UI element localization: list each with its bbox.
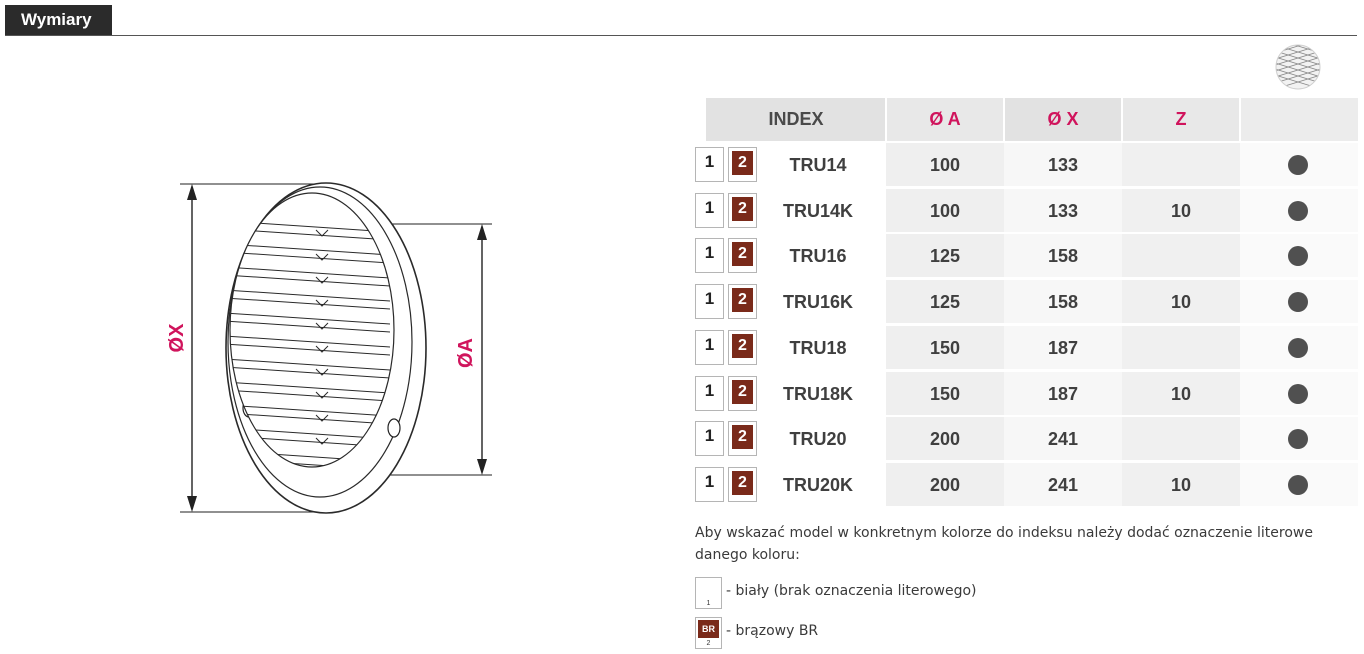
row-bg [760, 325, 1358, 370]
color-swatch-brown[interactable]: 2 [728, 329, 757, 365]
brown-swatch-number: 2 [706, 640, 711, 647]
color-swatch-brown[interactable]: 2 [728, 238, 757, 274]
row-bg [760, 234, 1358, 279]
section-tab-wymiary[interactable]: Wymiary [5, 5, 112, 35]
diameter-a-label: ØA [455, 338, 477, 368]
cell-diameter-a: 125 [929, 246, 961, 267]
color-swatch-brown[interactable]: 2 [728, 375, 757, 411]
cell-index: TRU20 [789, 429, 847, 450]
cell-index: TRU16K [782, 292, 853, 313]
header-z: Z [1175, 109, 1187, 129]
color-swatch-brown[interactable]: 2 [728, 421, 757, 457]
cell-z: 10 [1170, 474, 1192, 495]
cell-diameter-x: 158 [1047, 246, 1079, 267]
mesh-insect-screen-icon [1275, 44, 1321, 90]
cell-diameter-x: 133 [1047, 200, 1079, 221]
color-swatch-brown-label: 2 [732, 242, 753, 267]
color-swatch-white[interactable]: 1 [695, 421, 724, 457]
row-bg [760, 188, 1358, 233]
cell-diameter-a: 150 [929, 337, 961, 358]
row-bg [760, 371, 1358, 416]
color-swatch-brown-label: 2 [732, 333, 753, 358]
table-header: INDEX Ø A Ø X Z [706, 98, 1358, 141]
table-header-bg [706, 98, 1358, 141]
color-swatch-white[interactable]: 1 [695, 375, 724, 411]
cell-index: TRU20K [782, 474, 853, 495]
color-swatch-brown-label: 2 [732, 425, 753, 450]
header-index: INDEX [768, 109, 824, 129]
availability-dot-icon [1288, 292, 1308, 313]
color-swatch-brown-label: 2 [732, 379, 753, 404]
color-swatch-white[interactable]: 1 [695, 466, 724, 502]
color-swatch-white[interactable]: 1 [695, 284, 724, 320]
color-swatch-brown-label: 2 [732, 470, 753, 495]
cell-diameter-a: 100 [929, 155, 961, 175]
cell-diameter-a: 150 [929, 383, 961, 404]
legend-text-brown: - brązowy BR [726, 623, 819, 639]
color-swatch-brown-label: 2 [732, 151, 753, 175]
white-swatch-icon: 1 [695, 577, 722, 609]
cell-diameter-x: 187 [1047, 337, 1079, 358]
header-diameter-x: Ø X [1047, 109, 1079, 129]
cell-z [1122, 417, 1240, 461]
cell-diameter-x: 133 [1047, 155, 1079, 175]
availability-dot-icon [1288, 200, 1308, 221]
color-swatch-brown[interactable]: 2 [728, 147, 757, 182]
header-diameter-a: Ø A [929, 109, 961, 129]
color-swatch-brown-label: 2 [732, 288, 753, 313]
color-swatch-brown-label: 2 [732, 196, 753, 221]
brown-swatch-code: BR [698, 620, 719, 638]
color-swatch-white[interactable]: 1 [695, 238, 724, 274]
white-swatch-number: 1 [706, 600, 711, 607]
row-bg [760, 280, 1358, 325]
color-swatch-brown[interactable]: 2 [728, 192, 757, 228]
cell-diameter-a: 200 [929, 429, 961, 450]
color-swatch-brown[interactable]: 2 [728, 284, 757, 320]
section-divider [5, 35, 1357, 36]
cell-diameter-a: 125 [929, 292, 961, 313]
color-swatch-white[interactable]: 1 [695, 192, 724, 228]
cell-diameter-a: 100 [929, 200, 961, 221]
color-swatch-white[interactable]: 1 [695, 147, 724, 182]
cell-index: TRU16 [789, 246, 847, 267]
availability-dot-icon [1288, 474, 1308, 495]
color-note: Aby wskazać model w konkretnym kolorze d… [695, 525, 1313, 563]
brown-swatch-icon: BR 2 [695, 617, 722, 649]
cell-z: 10 [1170, 200, 1192, 221]
cell-diameter-x: 241 [1047, 429, 1079, 450]
cell-z: 10 [1170, 292, 1192, 313]
row-bg [760, 417, 1358, 462]
cell-z [1122, 326, 1240, 370]
availability-dot-icon [1288, 155, 1308, 175]
cell-diameter-a: 200 [929, 474, 961, 495]
diameter-x-label: ØX [166, 323, 188, 353]
cell-z [1122, 234, 1240, 278]
cell-z: 10 [1170, 383, 1192, 404]
cell-diameter-x: 187 [1047, 383, 1079, 404]
cell-index: TRU14 [789, 155, 847, 175]
cell-index: TRU18K [782, 383, 853, 404]
cell-diameter-x: 158 [1047, 292, 1079, 313]
cell-z [1122, 143, 1240, 187]
availability-dot-icon [1288, 429, 1308, 450]
row-bg [760, 143, 1358, 187]
legend-text-white: - biały (brak oznaczenia literowego) [726, 583, 977, 599]
cell-index: TRU18 [789, 337, 847, 358]
availability-dot-icon [1288, 246, 1308, 267]
color-swatch-white[interactable]: 1 [695, 329, 724, 365]
vent-dimension-drawing: ØX ØA [166, 182, 492, 514]
color-swatch-brown[interactable]: 2 [728, 466, 757, 502]
availability-dot-icon [1288, 337, 1308, 358]
cell-index: TRU14K [782, 200, 853, 221]
availability-dot-icon [1288, 383, 1308, 404]
cell-diameter-x: 241 [1047, 474, 1079, 495]
